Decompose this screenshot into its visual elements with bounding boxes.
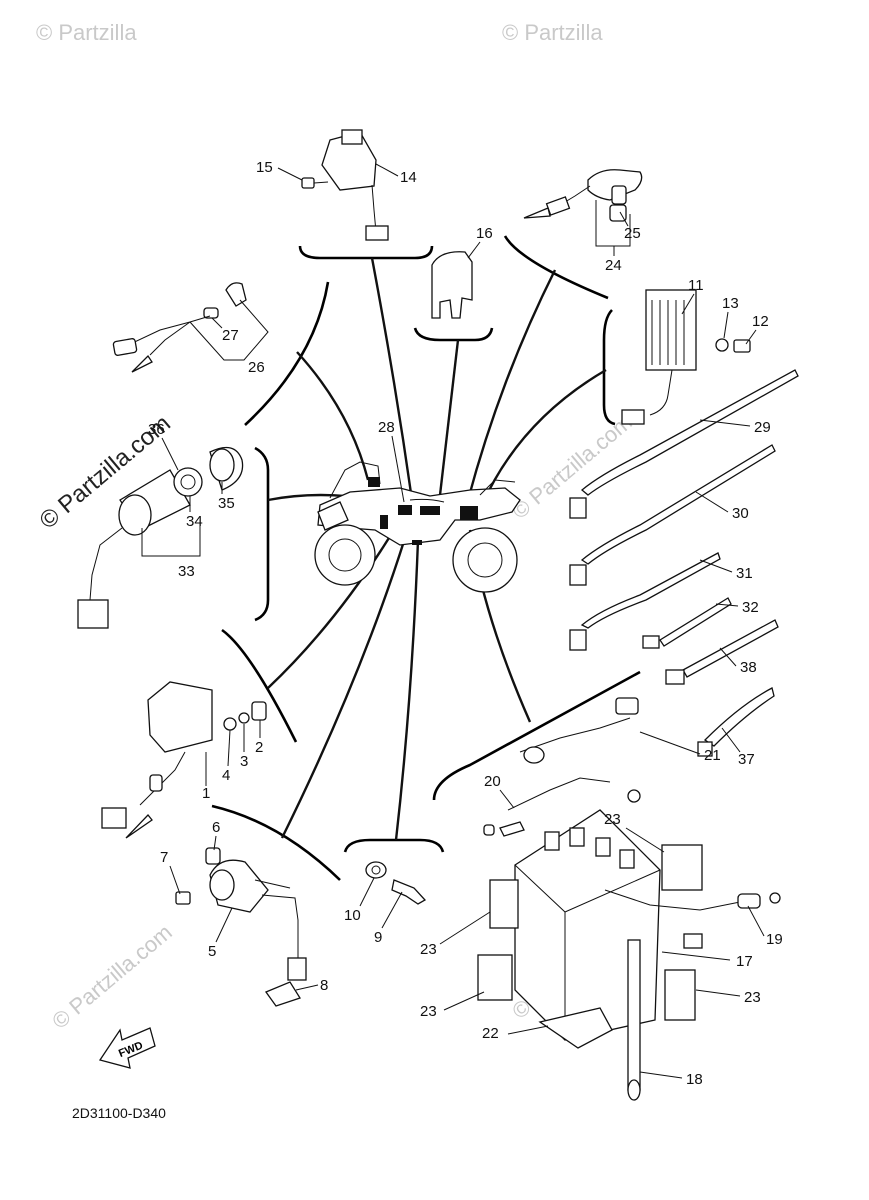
bracket-switch xyxy=(254,446,270,622)
callout-18: 18 xyxy=(686,1071,703,1088)
ignition-coil xyxy=(175,847,307,1007)
callout-16: 16 xyxy=(476,225,493,242)
neutral-switch xyxy=(365,861,427,905)
callout-12: 12 xyxy=(752,313,769,330)
callout-35: 35 xyxy=(218,495,235,512)
callout-9: 9 xyxy=(374,929,382,946)
callout-25: 25 xyxy=(624,225,641,242)
callout-32: 32 xyxy=(742,599,759,616)
bracket-cdi-top xyxy=(602,309,616,426)
callout-15: 15 xyxy=(256,159,273,176)
callout-38: 38 xyxy=(740,659,757,676)
callout-23c: 23 xyxy=(420,1003,437,1020)
callout-19: 19 xyxy=(766,931,783,948)
bracket-plug xyxy=(503,235,609,300)
callout-13: 13 xyxy=(722,295,739,312)
callout-37: 37 xyxy=(738,751,755,768)
leaders-to-atv xyxy=(267,257,607,841)
callout-33: 33 xyxy=(178,563,195,580)
bracket-cdi-bottom xyxy=(221,628,298,743)
spark-plug-cap xyxy=(523,169,643,222)
callout-labels: 1 2 3 4 5 6 7 8 9 10 11 12 13 14 15 16 1… xyxy=(141,159,783,1088)
callout-22: 22 xyxy=(482,1025,499,1042)
callout-29: 29 xyxy=(754,419,771,436)
watermark-top-right: © Partzilla xyxy=(502,20,603,45)
callout-28: 28 xyxy=(378,419,395,436)
callout-2: 2 xyxy=(255,739,263,756)
callout-31: 31 xyxy=(736,565,753,582)
callout-6: 6 xyxy=(212,819,220,836)
callout-24: 24 xyxy=(605,257,622,274)
bracket-relay xyxy=(298,245,434,260)
callout-27: 27 xyxy=(222,327,239,344)
callout-20: 20 xyxy=(484,773,501,790)
callout-36: 36 xyxy=(148,421,165,438)
callout-1: 1 xyxy=(202,785,210,802)
watermark-top-left: © Partzilla xyxy=(36,20,137,45)
wire-lead-26 xyxy=(112,282,247,373)
starter-relay xyxy=(301,129,389,241)
atv-illustration xyxy=(314,461,521,593)
callout-26: 26 xyxy=(248,359,265,376)
callout-23b: 23 xyxy=(420,941,437,958)
callout-4: 4 xyxy=(222,767,230,784)
bracket-coil xyxy=(211,804,341,881)
callout-3: 3 xyxy=(240,753,248,770)
callout-30: 30 xyxy=(732,505,749,522)
bracket-cap xyxy=(413,327,494,342)
callout-11: 11 xyxy=(688,277,704,294)
callout-8: 8 xyxy=(320,977,328,994)
callout-34: 34 xyxy=(186,513,203,530)
main-switch xyxy=(77,446,244,629)
cover-cap xyxy=(431,251,473,319)
diagram-code: 2D31100-D340 xyxy=(72,1105,166,1121)
callout-23d: 23 xyxy=(744,989,761,1006)
bracket-connectors xyxy=(244,281,330,426)
watermark-bottom-left: © Partzilla.com xyxy=(47,919,177,1033)
callout-17: 17 xyxy=(736,953,753,970)
cable-ties xyxy=(569,369,799,757)
fwd-arrow: FWD xyxy=(98,1027,156,1069)
callout-21: 21 xyxy=(704,747,721,764)
callout-7: 7 xyxy=(160,849,168,866)
cdi-unit xyxy=(101,681,267,839)
bracket-sensor xyxy=(343,838,445,853)
bracket-battery xyxy=(432,670,641,801)
battery-assembly xyxy=(477,697,781,1101)
callout-23a: 23 xyxy=(604,811,621,828)
regulator-unit xyxy=(621,289,751,425)
callout-14: 14 xyxy=(400,169,417,186)
callout-5: 5 xyxy=(208,943,216,960)
callout-10: 10 xyxy=(344,907,361,924)
